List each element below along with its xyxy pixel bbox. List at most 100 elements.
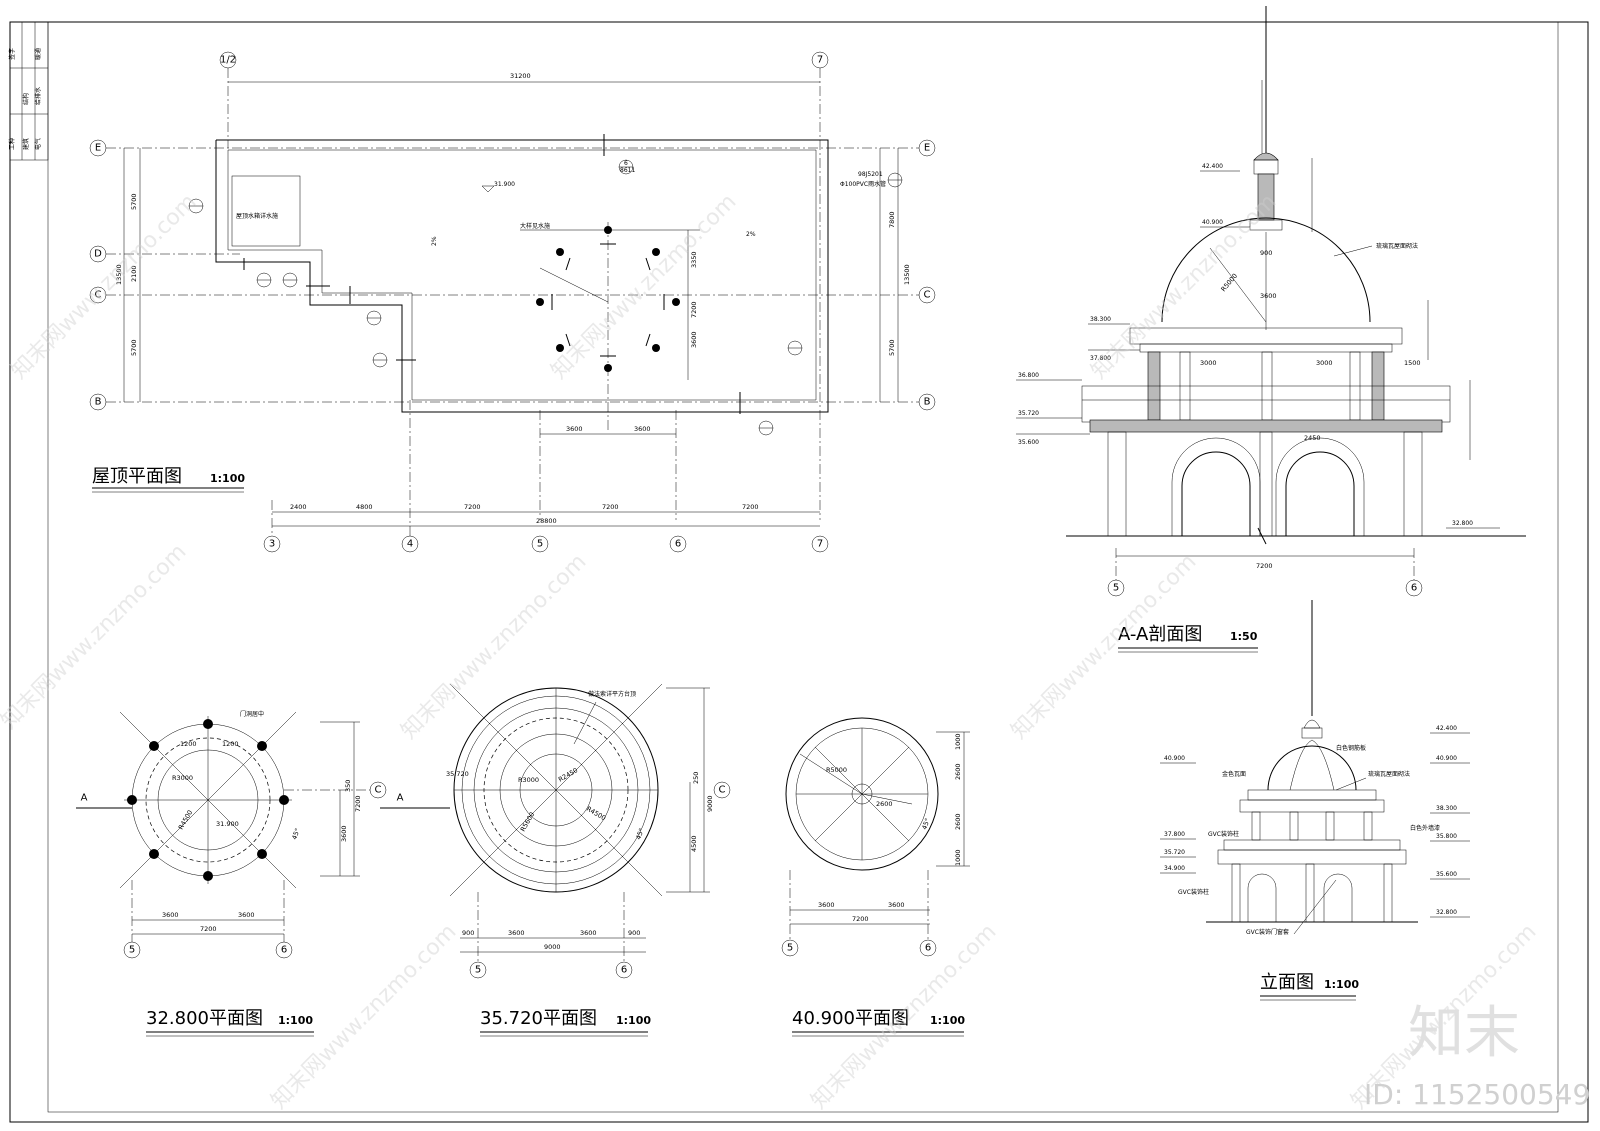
elevation-title: 立面图 xyxy=(1260,972,1314,993)
roof-axis-bot-3: 3 xyxy=(269,539,275,550)
column-dot xyxy=(279,795,289,805)
roof-axis-right-C: C xyxy=(924,290,931,301)
column-dot xyxy=(257,741,267,751)
roof-axis-left-E: E xyxy=(95,143,101,154)
column-dot xyxy=(652,248,660,256)
plan-32800-scale: 1:100 xyxy=(278,1014,313,1027)
watermark: 知末网www.znzmo.com xyxy=(397,549,592,744)
sec-level-5: 36.800 xyxy=(1018,372,1039,379)
plan-32800-title: 32.800平面图 xyxy=(146,1008,263,1029)
column-dot xyxy=(203,871,213,881)
p357-level: 35.720 xyxy=(446,770,469,778)
elevation-scale: 1:100 xyxy=(1324,978,1359,991)
elev-note-7: GVC装饰门窗套 xyxy=(1246,928,1289,936)
p328-7200v: 7200 xyxy=(354,795,362,812)
roof-axis-bot-5: 5 xyxy=(537,539,543,550)
p357-3600a: 3600 xyxy=(508,929,525,937)
roof-axis-left-D: D xyxy=(94,249,102,260)
roof-note-std: 98J5201 xyxy=(858,171,883,178)
elev-note-1: 金色瓦面 xyxy=(1222,770,1246,778)
p328-section: A xyxy=(81,793,88,804)
roof-axis-right-E: E xyxy=(924,143,930,154)
roof-dim-left-1: 5700 xyxy=(130,193,138,210)
p328-7200: 7200 xyxy=(200,925,217,933)
roof-dome-plan xyxy=(520,222,700,520)
roof-dim-mid-v1: 3350 xyxy=(690,251,698,268)
plan-40900-scale: 1:100 xyxy=(930,1014,965,1027)
p328-3600v: 3600 xyxy=(340,825,348,842)
roof-axis-left-C: C xyxy=(95,290,102,301)
elev-note-6: GVC装饰柱 xyxy=(1178,888,1209,896)
column-dot xyxy=(149,741,159,751)
sec-dim-1500: 1500 xyxy=(1404,359,1421,367)
sec-level-1: 42.400 xyxy=(1202,163,1223,170)
sec-dim-3000b: 3000 xyxy=(1316,359,1333,367)
p357-9000v: 9000 xyxy=(706,795,714,812)
tb-cell-2: 签字 xyxy=(8,48,16,60)
watermark: 知末网www.znzmo.com xyxy=(547,189,742,384)
p328-3600b: 3600 xyxy=(238,911,255,919)
roof-axis-bot-7: 7 xyxy=(817,539,823,550)
roof-dim-bot-2: 4800 xyxy=(356,503,373,511)
plan-40900: R5000 2600 1000 2600 2600 1000 45° 3600 … xyxy=(781,717,970,1037)
p328-note: 门洞居中 xyxy=(240,710,264,718)
callout-num: 6 xyxy=(624,160,628,167)
roof-note-rain: Φ100PVC雨水管 xyxy=(840,180,886,188)
sec-level-3: 38.300 xyxy=(1090,316,1111,323)
roof-dim-bot-1: 2400 xyxy=(290,503,307,511)
tb-cell-7: 暖通 xyxy=(34,48,42,60)
plan-40900-title: 40.900平面图 xyxy=(792,1008,909,1029)
p409-2600c: 2600 xyxy=(876,800,893,808)
sec-dim-3000a: 3000 xyxy=(1200,359,1217,367)
watermark: 知末网www.znzmo.com xyxy=(1007,549,1202,744)
roof-axis-right-B: B xyxy=(924,397,931,408)
elev-note-3: 白色钢筋板 xyxy=(1336,744,1366,752)
roof-dim-bot-4: 7200 xyxy=(602,503,619,511)
roof-plan-scale: 1:100 xyxy=(210,472,245,485)
p409-r: R5000 xyxy=(826,766,847,774)
roof-dim-top: 31200 xyxy=(510,72,531,80)
elev-level-9: 32.800 xyxy=(1436,909,1457,916)
roof-dim-left-total: 13500 xyxy=(115,264,123,285)
roof-slope-2: 2% xyxy=(746,231,756,238)
p409-axis-6: 6 xyxy=(925,943,931,954)
roof-axis-left-B: B xyxy=(95,397,102,408)
p357-r4500: R4500 xyxy=(585,805,607,822)
p357-3600b: 3600 xyxy=(580,929,597,937)
sec-dim-7200: 7200 xyxy=(1256,562,1273,570)
elev-note-5: GVC装饰柱 xyxy=(1208,830,1239,838)
roof-axis-top-2: 7 xyxy=(817,55,823,66)
roof-plan: 1/2 7 31200 E D C B E C B 5700 2100 5700 xyxy=(89,51,936,553)
p357-axis-C: C xyxy=(719,785,726,796)
roof-note-tank: 屋顶水箱详水施 xyxy=(236,212,278,220)
roof-axis-top-1: 1/2 xyxy=(220,55,236,66)
plan-35720-scale: 1:100 xyxy=(616,1014,651,1027)
tb-cell-5: 给排水 xyxy=(34,87,42,105)
p409-2600a: 2600 xyxy=(954,763,962,780)
p328-3600a: 3600 xyxy=(162,911,179,919)
brand-id: ID: 1152500549 xyxy=(1364,1078,1590,1111)
roof-dim-left-2: 2100 xyxy=(130,265,138,282)
roof-dim-mid-v2: 7200 xyxy=(690,301,698,318)
elev-note-2: 琉璃瓦屋面砌法 xyxy=(1368,770,1410,778)
sec-axis-6: 6 xyxy=(1411,583,1417,594)
column-dot xyxy=(536,298,544,306)
roof-note-detail: 大样见水施 xyxy=(520,222,550,230)
roof-dim-right-2: 5700 xyxy=(888,339,896,356)
callout-ref: 8611 xyxy=(620,167,635,174)
sec-dim-3600: 3600 xyxy=(1260,292,1277,300)
sec-dim-900: 900 xyxy=(1260,249,1272,257)
column-dot xyxy=(652,344,660,352)
p357-note: 做法索详平方台顶 xyxy=(588,690,636,698)
p409-1000a: 1000 xyxy=(954,733,962,750)
p357-r5600: R5600 xyxy=(519,811,536,833)
roof-dim-left-3: 5700 xyxy=(130,339,138,356)
roof-dim-right-1: 7800 xyxy=(888,211,896,228)
elev-level-2a: 40.900 xyxy=(1164,755,1185,762)
p357-section: A xyxy=(397,793,404,804)
p357-r2450: R2450 xyxy=(557,766,579,783)
elev-note-4: 白色外墙漆 xyxy=(1410,824,1440,832)
elev-level-4: 37.800 xyxy=(1164,831,1185,838)
column-dot xyxy=(672,298,680,306)
